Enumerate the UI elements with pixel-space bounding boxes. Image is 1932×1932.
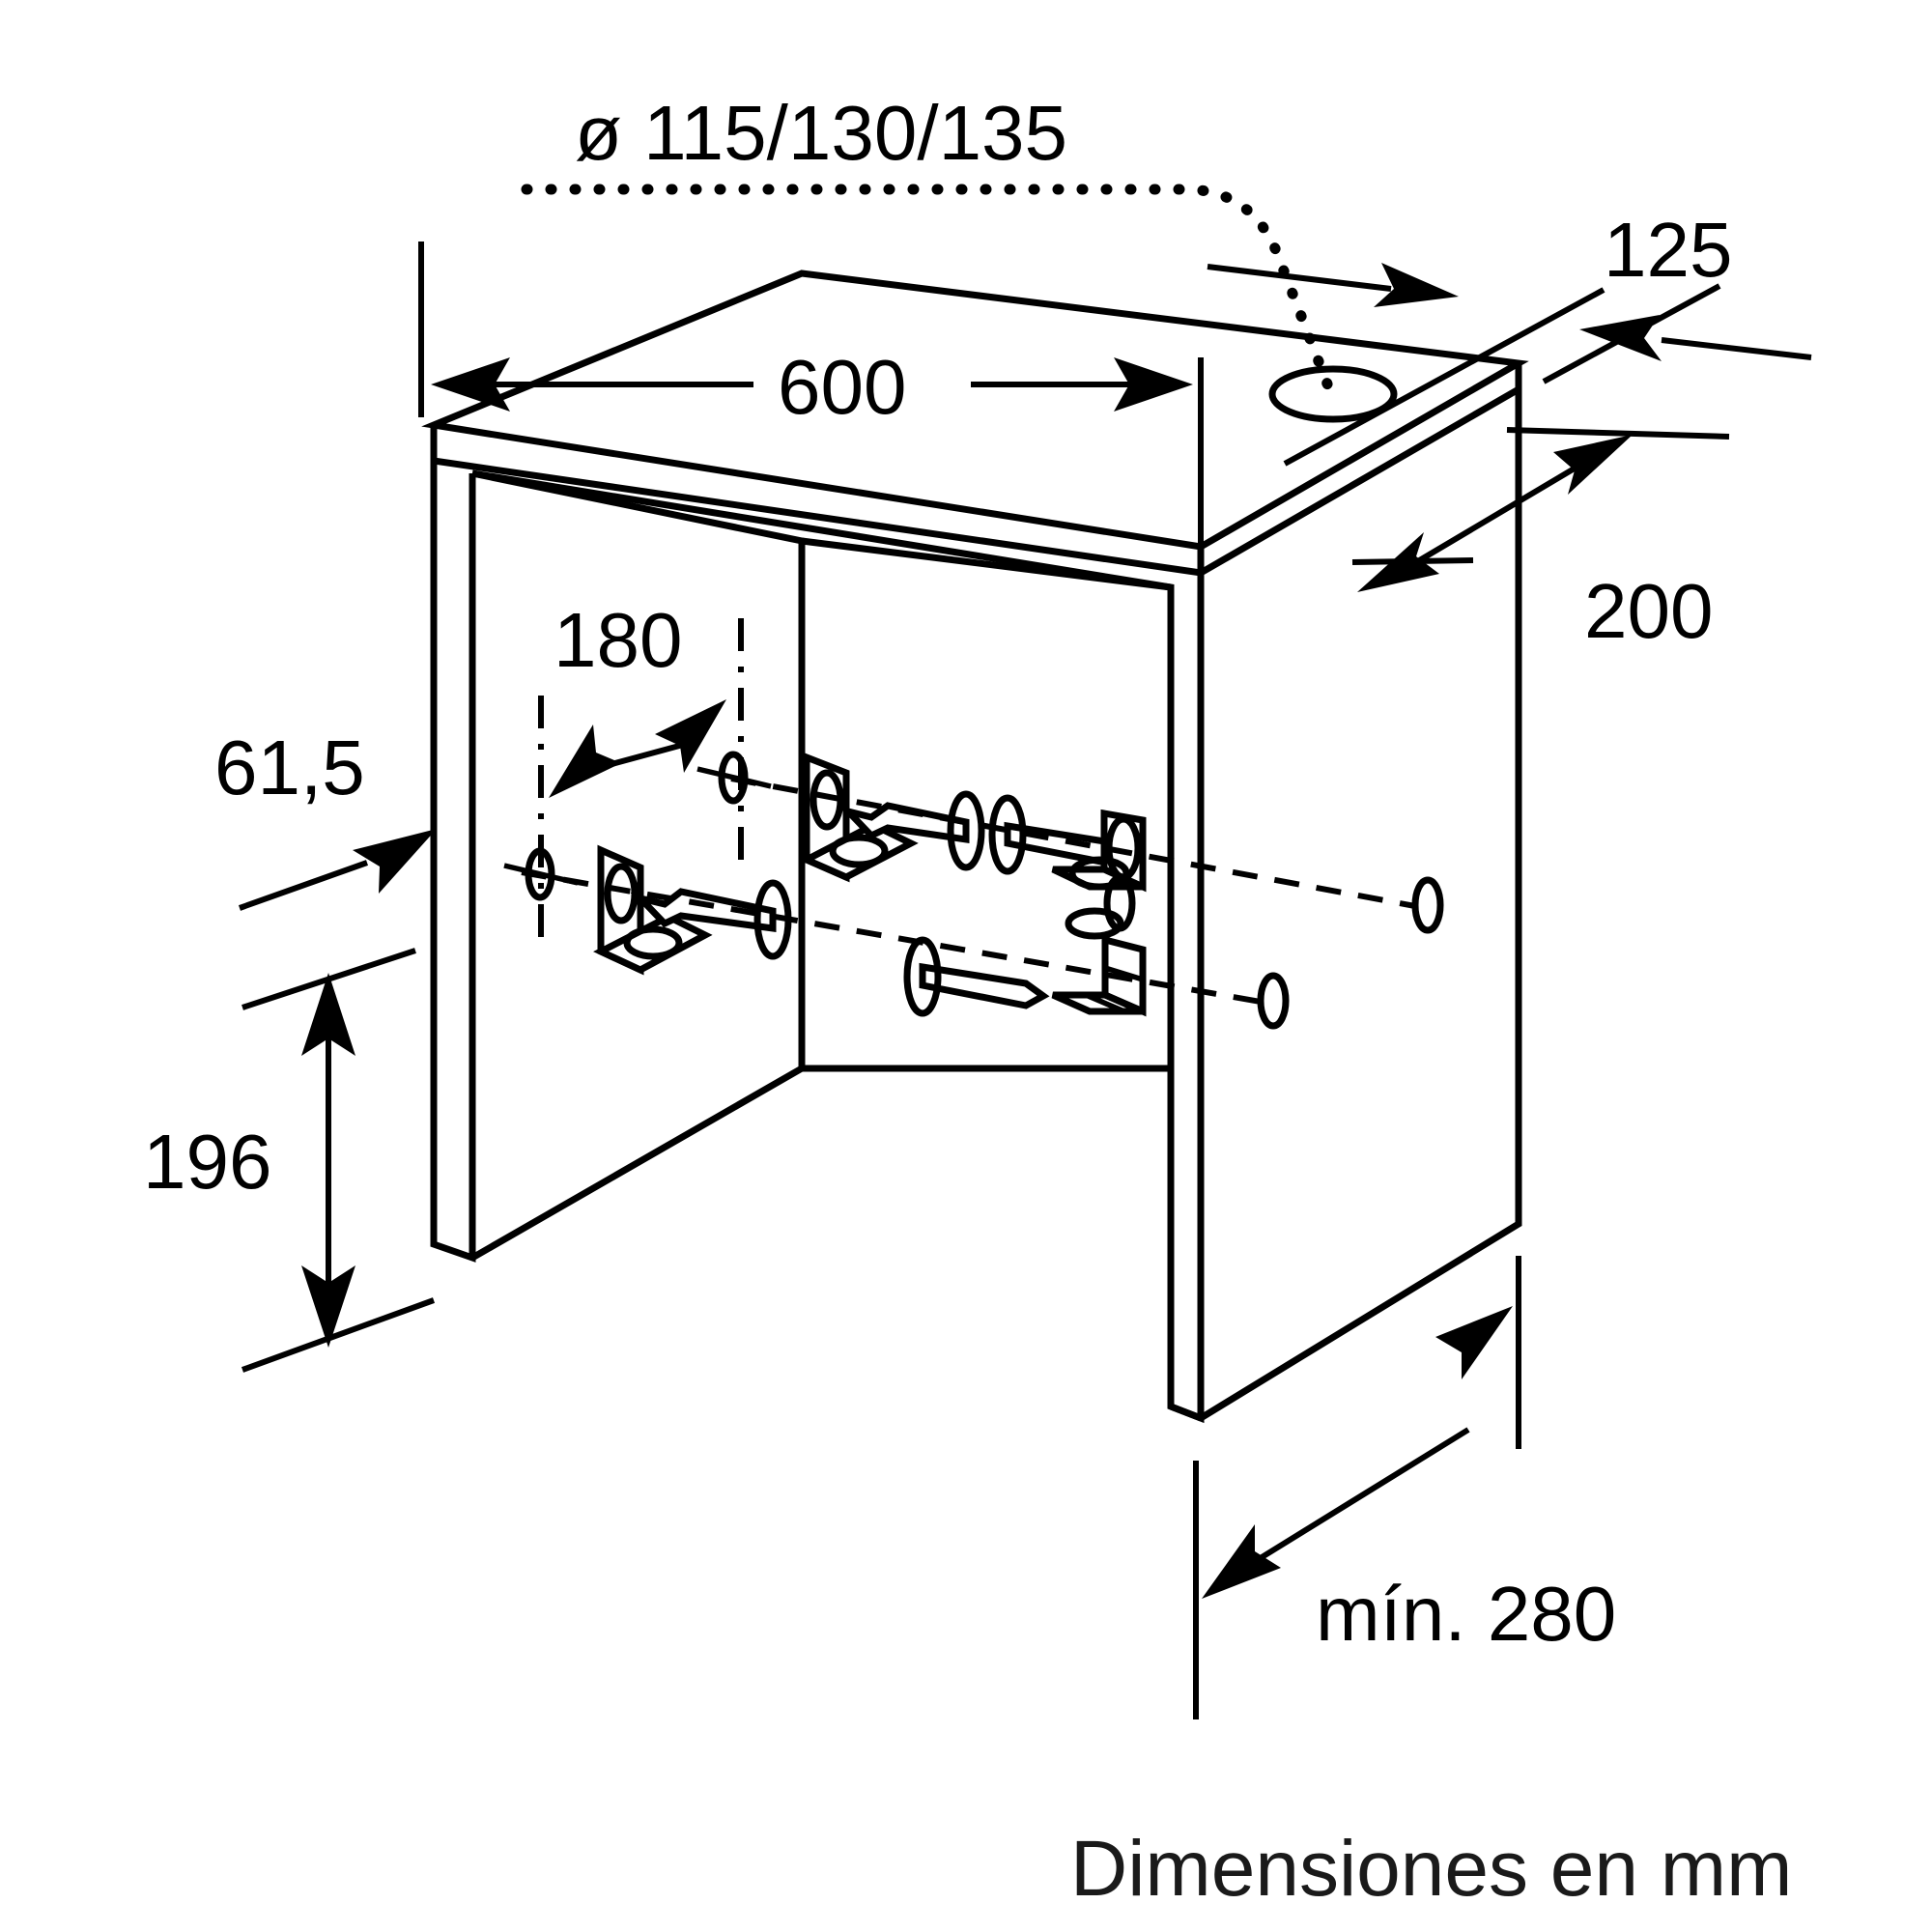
leader-line-61-5: [238, 860, 369, 911]
arrowhead-icon-600-left: [431, 357, 510, 412]
dimension-label-180: 180: [554, 597, 682, 683]
dimension-label-200: 200: [1584, 568, 1713, 654]
dimension-duct-offset-125: 125: [1207, 207, 1812, 467]
cabinet-left-panel: [430, 461, 476, 1263]
arrowhead-icon-280-upper: [1435, 1306, 1513, 1379]
duct-diameter-label: ø 115/130/135: [575, 90, 1067, 176]
ext-line-196-lower: [241, 1297, 436, 1373]
angle-bracket-center-upper: [798, 752, 919, 883]
dim-line-200: [1405, 451, 1601, 571]
angle-bracket-right-lower: [1051, 935, 1147, 1017]
cabinet-top-face: [421, 270, 1529, 551]
arrowhead-icon-180-right: [655, 699, 726, 773]
axis-upper-screw: [730, 776, 1416, 909]
cabinet-top-right-edge: [1199, 363, 1522, 577]
dimension-panel-height-196: 196: [143, 948, 436, 1373]
arrowhead-icon-61-5: [353, 829, 437, 894]
dim-line-125-right: [1661, 337, 1812, 360]
arrowhead-icon-200-upper: [1553, 435, 1633, 495]
units-caption: Dimensiones en mm: [1070, 1825, 1792, 1913]
duct-hole-icon: [1268, 365, 1398, 423]
duct-leader-dotted-line: [521, 184, 1334, 392]
cabinet-top-front-edge: [430, 425, 1205, 578]
ext-line-125-from-duct: [1283, 287, 1605, 467]
cabinet-right-panel-bottom: [1169, 1403, 1203, 1422]
dimension-label-196: 196: [143, 1119, 271, 1205]
dimension-width-600: 600: [418, 242, 1204, 551]
hole-marker-far-upper: [1411, 876, 1444, 934]
cabinet-right-panel: [1167, 573, 1205, 1424]
ext-line-200-upper: [1506, 427, 1730, 440]
angle-bracket-left-front: [593, 844, 713, 976]
dimension-min-depth-280: mín. 280: [1193, 1256, 1616, 1719]
screw-lower-center: [903, 936, 1050, 1017]
dimension-depth-200: 200: [1351, 427, 1730, 654]
arrowhead-icon-196-down: [301, 1265, 355, 1348]
dim-line-280: [1244, 1427, 1470, 1570]
arrowhead-icon-200-lower: [1357, 532, 1439, 592]
dimension-label-125: 125: [1604, 207, 1732, 293]
arrowhead-icon-180-left: [549, 724, 621, 798]
mounting-hardware-group: [503, 751, 1444, 1030]
dimension-label-min-280: mín. 280: [1316, 1571, 1616, 1657]
cabinet-geometry: [421, 270, 1529, 1424]
screw-upper-left: [838, 790, 985, 871]
hole-marker-far-lower: [1257, 972, 1290, 1030]
dim-line-125-left: [1207, 264, 1392, 292]
cabinet-back-inner-face: [798, 541, 1171, 1072]
angle-bracket-right-upper: [1051, 809, 1147, 940]
arrowhead-icon-125-left: [1374, 263, 1459, 307]
dimension-duct-diameter: ø 115/130/135: [521, 90, 1334, 392]
arrowhead-icon-600-right: [1114, 357, 1193, 412]
arrowhead-icon-196-up: [301, 973, 355, 1056]
cabinet-right-panel-outer: [1199, 389, 1522, 1421]
dimension-label-600: 600: [778, 344, 906, 430]
dimension-label-61-5: 61,5: [214, 724, 365, 810]
arrowhead-icon-280-lower: [1202, 1524, 1281, 1599]
dimension-top-offset-61-5: 61,5: [214, 724, 437, 911]
ext-line-125-right-edge: [1542, 283, 1721, 384]
dimension-bracket-spacing-180: 180: [538, 597, 744, 952]
